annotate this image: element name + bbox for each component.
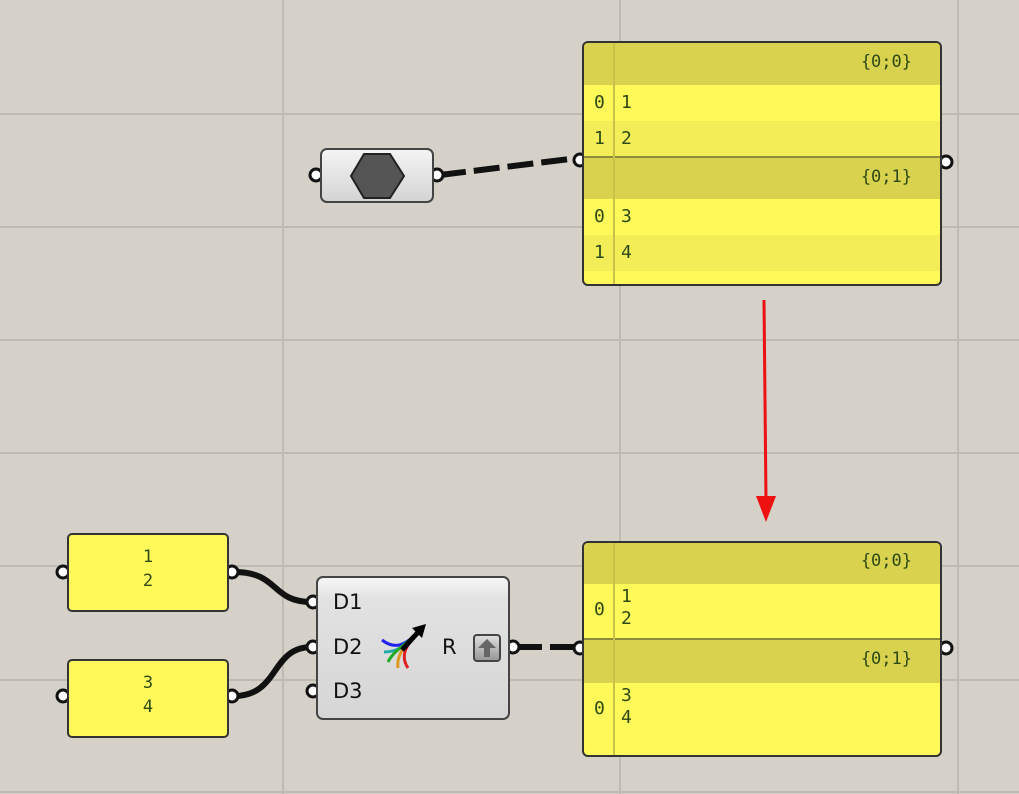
index-divider	[613, 543, 615, 755]
entwine-component[interactable]: D1 D2 D3 R	[316, 576, 510, 720]
input-d1[interactable]: D1	[333, 590, 363, 614]
input-panel-2[interactable]: 3 4	[67, 659, 229, 738]
branch-header: {0;1}	[584, 158, 940, 199]
red-arrow	[756, 299, 776, 522]
wire	[233, 569, 313, 605]
divider	[584, 156, 940, 158]
hexagon-icon	[349, 153, 406, 199]
output-r[interactable]: R	[442, 635, 457, 659]
input-d3[interactable]: D3	[333, 679, 363, 703]
branch-header: {0;0}	[584, 43, 940, 85]
input-d2[interactable]: D2	[333, 635, 363, 659]
entwine-icon	[381, 624, 426, 669]
input-panel-1[interactable]: 1 2	[67, 533, 229, 612]
wire	[233, 644, 313, 699]
flatten-toggle[interactable]	[473, 634, 501, 662]
index-divider	[613, 43, 615, 284]
arrow-up-icon	[478, 639, 496, 657]
branch-header: {0;0}	[584, 543, 940, 584]
divider	[584, 638, 940, 640]
branch-header: {0;1}	[584, 640, 940, 683]
geometry-param[interactable]	[320, 148, 434, 203]
wire	[439, 155, 579, 178]
